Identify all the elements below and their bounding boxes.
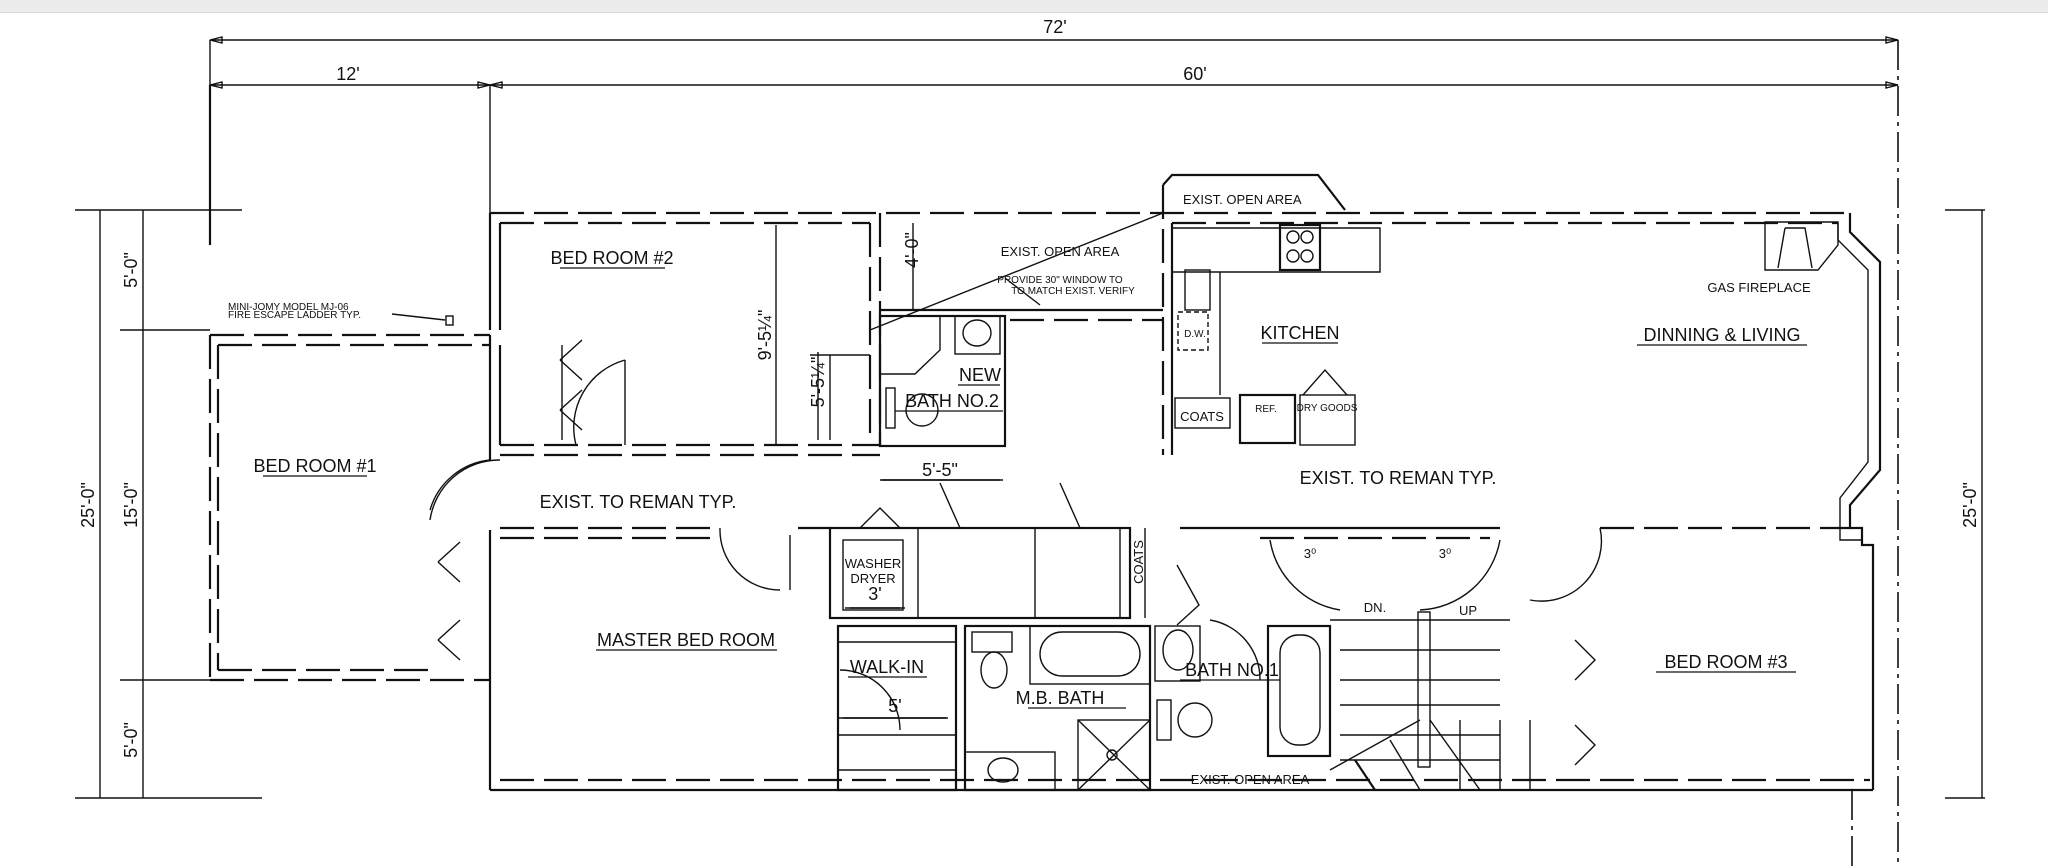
dim-left-total: 25'-0" [78,482,98,528]
dim-washer-width: 3' [868,584,881,604]
label-bedroom-3: BED ROOM #3 [1664,652,1787,672]
note-window-2: TO MATCH EXIST. VERIFY [1011,286,1135,297]
door-size-right: 3⁰ [1439,546,1451,561]
label-refrigerator: REF. [1255,404,1277,415]
dim-left-bottom: 5'-0" [121,722,141,758]
fire-escape-ladder-marker [445,315,454,326]
walls [208,173,1882,792]
label-dry-goods: DRY GOODS [1297,403,1358,414]
label-bedroom-2: BED ROOM #2 [550,248,673,268]
dimension-lines [75,36,1985,868]
room-labels: BED ROOM #2 BED ROOM #1 NEW BATH NO.2 KI… [253,248,1807,709]
ladder-leader-line [391,313,446,321]
dim-bath2-width: 5'-5" [922,460,958,480]
note-remain-left: EXIST. TO REMAN TYP. [540,492,737,512]
dim-bedroom2-depth: 9'-5¼" [755,310,775,361]
dim-left-top: 5'-0" [121,252,141,288]
window-leader-line [1004,277,1041,306]
label-bath-2: BATH NO.2 [905,391,999,411]
label-dining-living: DINNING & LIVING [1643,325,1800,345]
note-remain-right: EXIST. TO REMAN TYP. [1300,468,1497,488]
dim-left-width: 12' [336,64,359,84]
note-open-area-bottom: EXIST. OPEN AREA [1191,772,1310,787]
label-master-bedroom: MASTER BED ROOM [597,630,775,650]
label-stairs-down: DN. [1364,600,1386,615]
label-mb-bath: M.B. BATH [1016,688,1105,708]
label-hall-coats: COATS [1131,540,1146,584]
label-kitchen-coats: COATS [1180,409,1224,424]
viewer-top-bar [0,0,2048,13]
label-dishwasher: D.W. [1184,329,1206,340]
note-ladder-type: FIRE ESCAPE LADDER TYP. [228,310,361,321]
label-gas-fireplace: GAS FIREPLACE [1707,280,1811,295]
note-ladder-model: MINI-JOMY MODEL MJ-06 [228,302,349,313]
dim-right-width: 60' [1183,64,1206,84]
label-bedroom-1: BED ROOM #1 [253,456,376,476]
kitchen-fixtures [1172,221,1839,446]
dim-open-area-depth: 4'-0" [902,232,922,268]
label-kitchen: KITCHEN [1260,323,1339,343]
label-dryer: DRYER [850,571,895,586]
doors [429,339,1603,766]
dim-walkin-width: 5' [888,696,901,716]
note-open-area-mid: EXIST. OPEN AREA [1001,244,1120,259]
interior-dimension-lines [775,223,1000,719]
note-window-1: PROVIDE 30" WINDOW TO [997,275,1123,286]
label-bath-1: BATH NO.1 [1185,660,1279,680]
dim-right-total: 25'-0" [1960,482,1980,528]
interior-fixtures [828,526,1531,792]
label-stairs-up: UP [1459,603,1477,618]
label-new: NEW [959,365,1001,385]
label-washer: WASHER [845,556,902,571]
note-open-area-top-right: EXIST. OPEN AREA [1183,192,1302,207]
dim-overall-width: 72' [1043,17,1066,37]
dim-bath2-depth: 5'-5¼" [808,357,828,408]
label-walk-in: WALK-IN [850,657,924,677]
dim-left-middle: 15'-0" [121,482,141,528]
door-size-left: 3⁰ [1304,546,1316,561]
